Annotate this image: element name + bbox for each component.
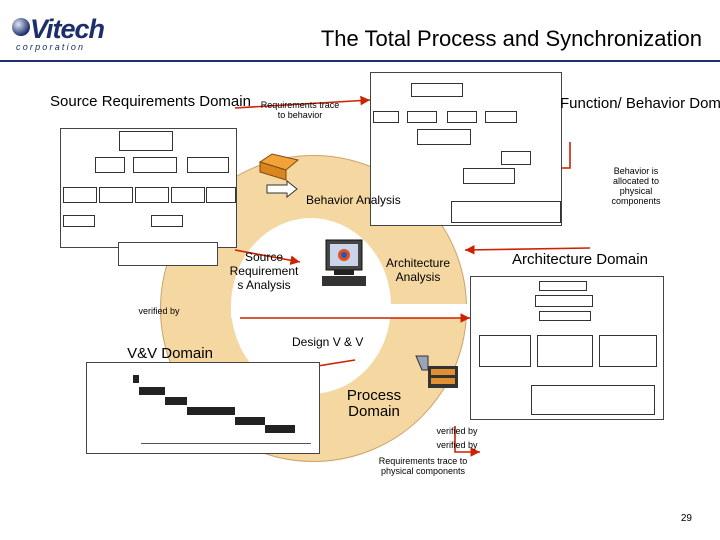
behavior-node: [411, 83, 463, 97]
gantt-bar: [265, 425, 295, 433]
source-requirements-diagram: [60, 128, 237, 248]
req-node: [133, 157, 177, 173]
req-node: [99, 187, 133, 203]
req-node: [63, 215, 95, 227]
process-domain-label: Process Domain: [346, 387, 402, 420]
arch-node: [599, 335, 657, 367]
arrow-arch-to-circle: [464, 245, 591, 255]
arch-node: [539, 281, 587, 291]
arch-node: [537, 335, 593, 367]
req-node: [151, 215, 183, 227]
req-node: [187, 157, 229, 173]
verified-by-label-2: verified by: [436, 440, 478, 450]
design-vv-label: Design V & V: [292, 335, 364, 349]
page-number: 29: [680, 513, 692, 524]
behavior-node: [407, 111, 437, 123]
arch-node: [479, 335, 531, 367]
arrow-req-to-behavior: [234, 95, 371, 109]
verified-by-label-1: verified by: [436, 426, 478, 436]
verified-by-left-label: verified by: [138, 306, 180, 316]
process-tools-icon: [412, 348, 462, 394]
function-behavior-domain-label: Function/ Behavior Domain: [560, 95, 720, 112]
req-node: [95, 157, 125, 173]
architecture-diagram: [470, 276, 664, 420]
vv-gantt-chart: [86, 362, 320, 454]
function-behavior-diagram: [370, 72, 562, 226]
behavior-node: [463, 168, 515, 184]
req-node: [119, 131, 173, 151]
gantt-axis: [141, 443, 311, 444]
behavior-node: [417, 129, 471, 145]
req-trace-physical-label: Requirements trace to physical component…: [378, 456, 468, 476]
behavior-node: [447, 111, 477, 123]
req-node: [206, 187, 236, 203]
arch-node: [539, 311, 591, 321]
logo-sub: corporation: [16, 42, 86, 52]
arrow-process-verified: [454, 426, 480, 457]
req-node: [135, 187, 169, 203]
page-title: The Total Process and Synchronization: [320, 26, 702, 51]
behavior-node: [373, 111, 399, 123]
arch-node: [535, 295, 593, 307]
header-divider: [0, 60, 720, 62]
req-node: [171, 187, 205, 203]
source-requirements-detail-table: [118, 242, 218, 266]
behavior-analysis-label: Behavior Analysis: [306, 193, 401, 207]
gantt-bar: [235, 417, 265, 425]
arch-table: [531, 385, 655, 415]
input-arrow-icon: [265, 179, 299, 199]
source-requirements-analysis-label: Source Requirement s Analysis: [229, 250, 299, 292]
architecture-domain-label: Architecture Domain: [512, 251, 648, 268]
behavior-node: [485, 111, 517, 123]
behavior-allocated-label: Behavior is allocated to physical compon…: [611, 166, 661, 206]
gantt-bar: [187, 407, 235, 415]
workstation-icon: [316, 238, 372, 290]
architecture-analysis-label: Architecture Analysis: [385, 256, 451, 284]
vv-domain-label: V&V Domain: [127, 345, 213, 362]
gantt-bar: [165, 397, 187, 405]
req-node: [63, 187, 97, 203]
folder-icon: [258, 152, 300, 182]
vitech-logo: Vitech corporation: [8, 14, 112, 54]
gantt-bar: [133, 375, 139, 383]
behavior-node: [501, 151, 531, 165]
logo-globe-icon: [12, 18, 30, 36]
req-trace-behavior-label: Requirements trace to behavior: [260, 100, 340, 120]
gantt-bar: [139, 387, 165, 395]
arrow-req-to-circle: [234, 249, 301, 265]
source-requirements-domain-label: Source Requirements Domain: [50, 93, 251, 110]
logo-word: Vitech: [30, 14, 105, 44]
behavior-table: [451, 201, 561, 223]
